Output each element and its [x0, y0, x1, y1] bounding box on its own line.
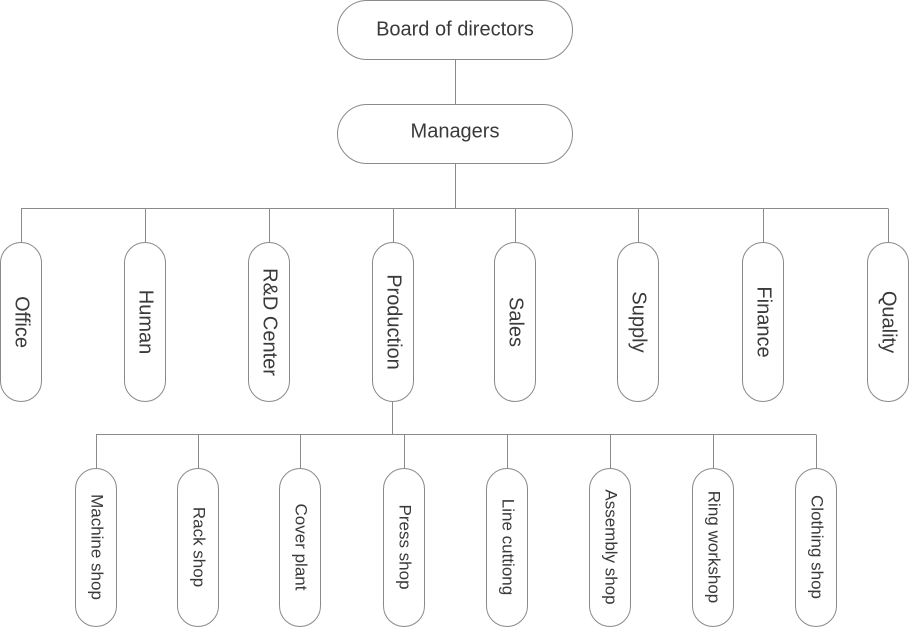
production-unit-label: Rack shop [190, 507, 209, 587]
department-box [0, 242, 42, 402]
department-label: Sales [505, 297, 527, 347]
production-unit-label: Assembly shop [602, 489, 621, 604]
production-unit-box [177, 468, 219, 627]
department-box [494, 242, 536, 402]
production-unit-label: Machine shop [88, 494, 107, 600]
production-unit-label: Line cuttiong [499, 499, 518, 595]
board-label: Board of directors [376, 18, 534, 40]
department-box [617, 242, 659, 402]
production-unit-box [692, 468, 734, 627]
department-node: Production [372, 242, 414, 402]
production-unit-label: Ring workshop [705, 491, 724, 603]
connectors [21, 60, 889, 469]
production-unit-node: Machine shop [75, 468, 117, 627]
department-label: Finance [753, 286, 775, 357]
production-unit-node: Clothing shop [795, 468, 837, 627]
department-node: Human [124, 242, 166, 402]
production-unit-box [795, 468, 837, 627]
department-node: Quality [867, 242, 909, 402]
production-unit-label: Clothing shop [808, 495, 827, 599]
production-unit-box [279, 468, 321, 627]
managers-node: Managers [337, 104, 573, 164]
department-label: Supply [628, 291, 650, 352]
department-drops [21, 208, 889, 243]
production-unit-node: Press shop [383, 468, 425, 627]
board-node: Board of directors [337, 0, 573, 60]
department-label: R&D Center [259, 268, 281, 376]
production-unit-node: Line cuttiong [486, 468, 528, 627]
production-unit-label: Cover plant [292, 504, 311, 591]
department-box [867, 242, 909, 402]
department-label: Production [383, 274, 405, 370]
production-unit-box [75, 468, 117, 627]
department-box [372, 242, 414, 402]
department-node: Finance [742, 242, 784, 402]
department-node: R&D Center [248, 242, 290, 402]
production-unit-box [383, 468, 425, 627]
managers-box [337, 104, 573, 164]
department-node: Office [0, 242, 42, 402]
department-node: Supply [617, 242, 659, 402]
production-unit-node: Assembly shop [589, 468, 631, 627]
production-unit-drops [96, 434, 817, 469]
department-label: Office [11, 296, 33, 348]
production-unit-box [486, 468, 528, 627]
production-unit-label: Press shop [396, 504, 415, 589]
production-unit-node: Cover plant [279, 468, 321, 627]
department-label: Quality [878, 291, 900, 353]
managers-label: Managers [411, 120, 500, 142]
department-box [124, 242, 166, 402]
production-unit-node: Rack shop [177, 468, 219, 627]
production-unit-box [589, 468, 631, 627]
department-box [248, 242, 290, 402]
department-label: Human [135, 290, 157, 354]
department-node: Sales [494, 242, 536, 402]
department-box [742, 242, 784, 402]
production-unit-node: Ring workshop [692, 468, 734, 627]
board-box [337, 0, 573, 60]
